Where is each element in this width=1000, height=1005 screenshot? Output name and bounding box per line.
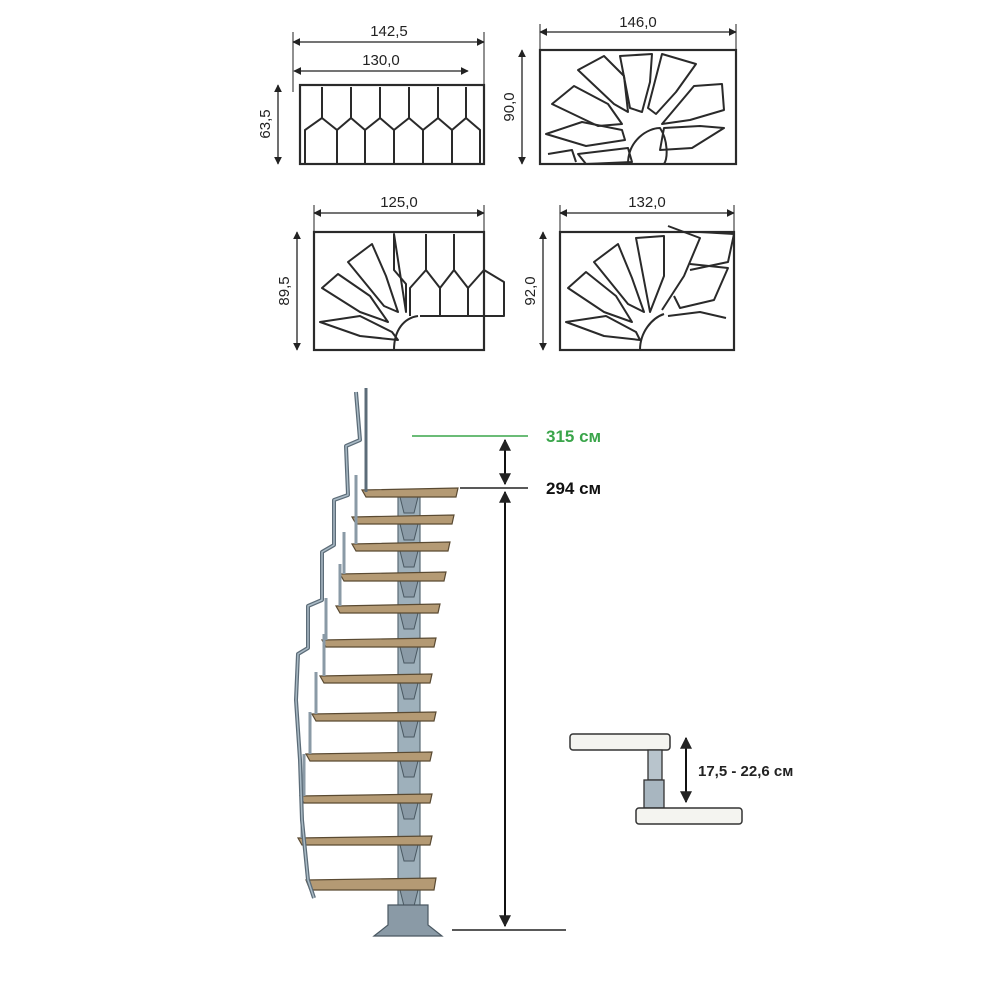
tread <box>318 673 433 684</box>
plan1-width-outer-label: 142,5 <box>370 23 408 40</box>
plan2-width-label: 146,0 <box>619 14 657 31</box>
step-height-detail: 17,5 - 22,6 см <box>569 733 793 825</box>
plan3-height-label: 89,5 <box>276 276 293 305</box>
tread <box>350 541 451 552</box>
plan4-treads <box>565 225 735 351</box>
plan1-height-label: 63,5 <box>257 109 274 138</box>
plan4-height-label: 92,0 <box>522 276 539 305</box>
stair-elevation <box>294 388 459 937</box>
tread <box>338 571 447 582</box>
tread <box>360 487 459 498</box>
plan-straight: 142,5 130,0 63,5 <box>257 23 486 166</box>
floor-height-label: 294 см <box>546 479 601 498</box>
tread <box>298 793 433 804</box>
upper-step <box>569 733 671 751</box>
handrail-highlight <box>295 391 361 899</box>
plan-quarter-turn-alt: 132,0 92,0 <box>522 194 736 352</box>
plan3-width-label: 125,0 <box>380 194 418 211</box>
handrail <box>294 388 368 899</box>
column-joints <box>399 496 419 907</box>
plan2-frame <box>538 48 738 166</box>
step-height-label: 17,5 - 22,6 см <box>698 763 793 780</box>
spacer-lower <box>643 779 665 809</box>
plan4-width-label: 132,0 <box>628 194 666 211</box>
total-height-label: 315 см <box>546 427 601 446</box>
tread <box>304 751 433 762</box>
plan-half-turn: 146,0 90,0 <box>501 14 738 166</box>
plan1-width-inner-label: 130,0 <box>362 52 400 69</box>
plan3-treads <box>319 233 505 351</box>
plan-quarter-turn: 125,0 89,5 <box>276 194 505 352</box>
spacer-upper <box>647 749 663 781</box>
tread <box>350 514 455 525</box>
tread <box>296 835 433 846</box>
treads <box>296 487 459 891</box>
tread <box>305 877 437 891</box>
tread <box>320 637 437 648</box>
plan1-frame <box>298 83 486 166</box>
plan2-height-label: 90,0 <box>501 92 518 121</box>
plan3-frame <box>312 230 486 352</box>
tread <box>334 603 441 614</box>
plan2-treads <box>545 53 725 165</box>
plan4-frame <box>558 230 736 352</box>
tread <box>310 711 437 722</box>
height-dimensions: 315 см 294 см <box>412 427 601 931</box>
plan1-treads <box>304 87 481 164</box>
column-base <box>372 904 444 937</box>
lower-step <box>635 807 743 825</box>
